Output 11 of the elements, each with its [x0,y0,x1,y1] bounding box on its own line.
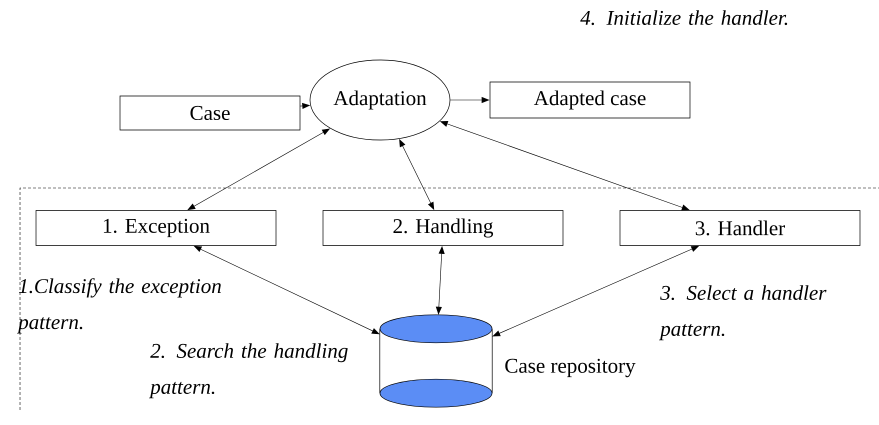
annotation-note: 1.Classify the exception pattern. [17,278,221,334]
process-box: 3. Handler [620,210,860,246]
annotation-note: 3. Select a handler pattern. [658,285,826,340]
process-box: 1. Exception [36,210,276,246]
annotation-note: 4. Initialize the handler. [580,10,788,26]
node-caption: Case repository [505,358,636,378]
annotation-note: 2. Search the handling pattern. [148,343,348,398]
process-box: Case [120,96,300,130]
process-box: Adapted case [490,82,690,118]
process-box: 2. Handling [322,210,564,246]
database-cylinder [379,314,493,408]
